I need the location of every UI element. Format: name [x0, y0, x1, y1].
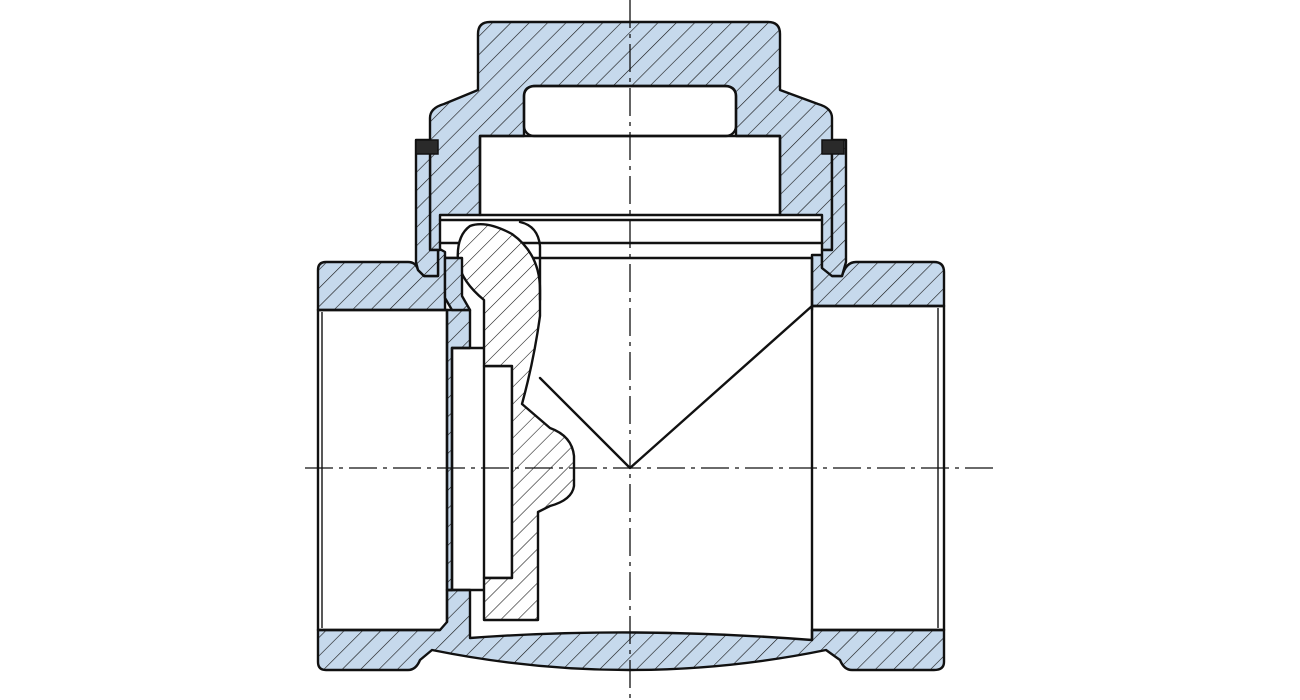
flow-deflector — [538, 304, 814, 470]
disc-back-plate — [482, 364, 514, 580]
swing-disc — [456, 223, 576, 622]
bonnet-right-skirt — [820, 138, 848, 278]
bonnet-left-skirt — [414, 138, 440, 278]
disc-hinge-lug — [443, 256, 472, 312]
disc-arm-edge — [518, 220, 542, 302]
body-bottom-wall — [316, 588, 946, 672]
gasket-left — [415, 139, 439, 155]
gasket-right — [821, 139, 845, 155]
body-seat-wall — [443, 308, 472, 592]
